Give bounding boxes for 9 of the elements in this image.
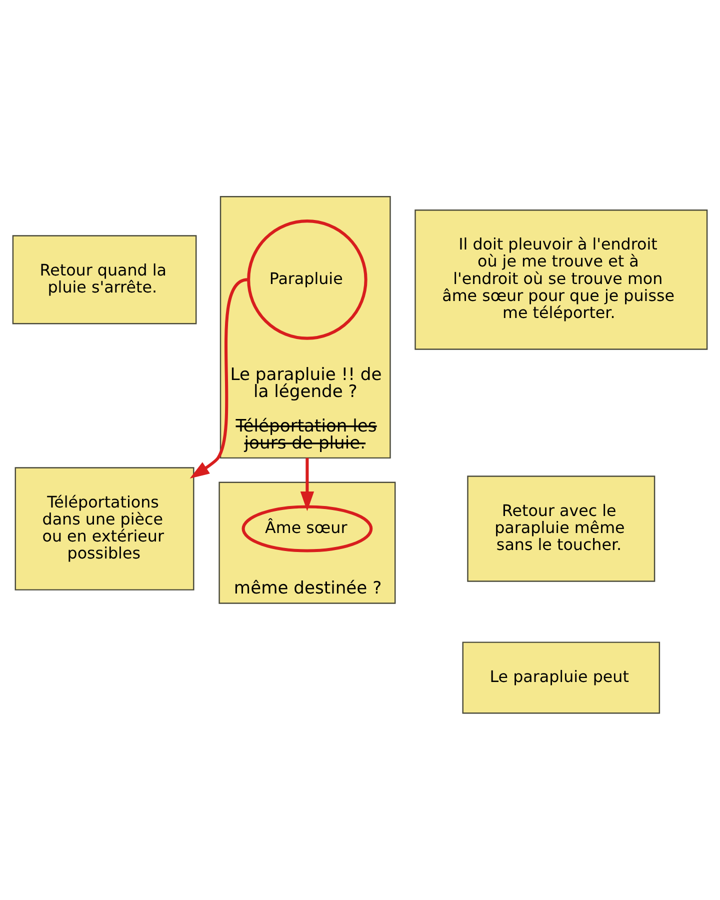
node-ellipse: Âme sœur — [242, 505, 373, 552]
node-box: Le parapluie peut — [462, 642, 660, 714]
node-circle: Parapluie — [247, 220, 368, 340]
node-box: Téléportations dans une pièce ou en extérieur possibles — [14, 467, 194, 590]
node-box: Il doit pleuvoir à l'endroit où je me trouve et à l'endroit où se trouve mon âme sœur pour que je puisse me téléporter. — [414, 209, 708, 350]
node-box: Retour quand la pluie s'arrête. — [12, 235, 197, 324]
arrow — [190, 278, 248, 479]
node-box: Retour avec le parapluie même sans le toucher. — [467, 476, 656, 582]
arrow — [300, 458, 314, 512]
